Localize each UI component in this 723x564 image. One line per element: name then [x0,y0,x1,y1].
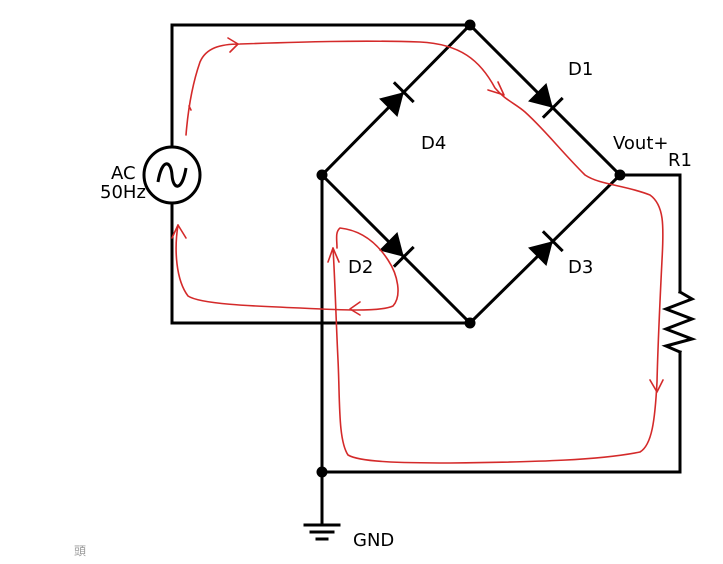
ac-label: AC [111,163,136,184]
sine-wave-icon [156,162,188,188]
d2-label: D2 [348,257,373,278]
wire-top [170,23,472,149]
d4-label: D4 [421,133,446,154]
ac-source: AC 50Hz [100,145,202,205]
vout-label: Vout+ [613,133,668,154]
current-path-lower [175,224,399,311]
diode-d2 [379,232,415,268]
watermark-glyph: 頭 [74,544,86,558]
junction-nodes [316,19,626,478]
wire-bottom [170,201,472,325]
gnd-label: GND [353,530,394,551]
node-return [316,466,328,478]
ac-frequency-label: 50Hz [100,182,146,203]
flow-arrow-d1 [487,81,505,96]
d1-label: D1 [568,59,593,80]
flow-arrow-source-top [188,105,192,111]
current-flow-annotations [171,37,664,464]
resistor-r1 [661,289,697,354]
ground-icon [303,523,341,541]
d3-label: D3 [568,257,593,278]
current-path-upper [185,40,664,464]
diode-d1 [528,83,564,119]
node-bottom [464,317,476,329]
node-top [464,19,476,31]
diode-d3 [528,230,564,266]
flow-arrow-bottom [349,301,361,316]
diode-d4 [379,81,415,117]
r1-label: R1 [668,150,692,171]
flow-arrow-source [171,224,187,239]
wire-r1-return [320,350,682,474]
node-left [316,169,328,181]
node-vout [614,169,626,181]
wire-vout-r1 [618,173,682,294]
flow-arrow-left-up [327,247,340,263]
flow-arrow-r1 [649,379,664,393]
wiring [170,22,682,527]
flow-arrow-top [227,37,239,53]
